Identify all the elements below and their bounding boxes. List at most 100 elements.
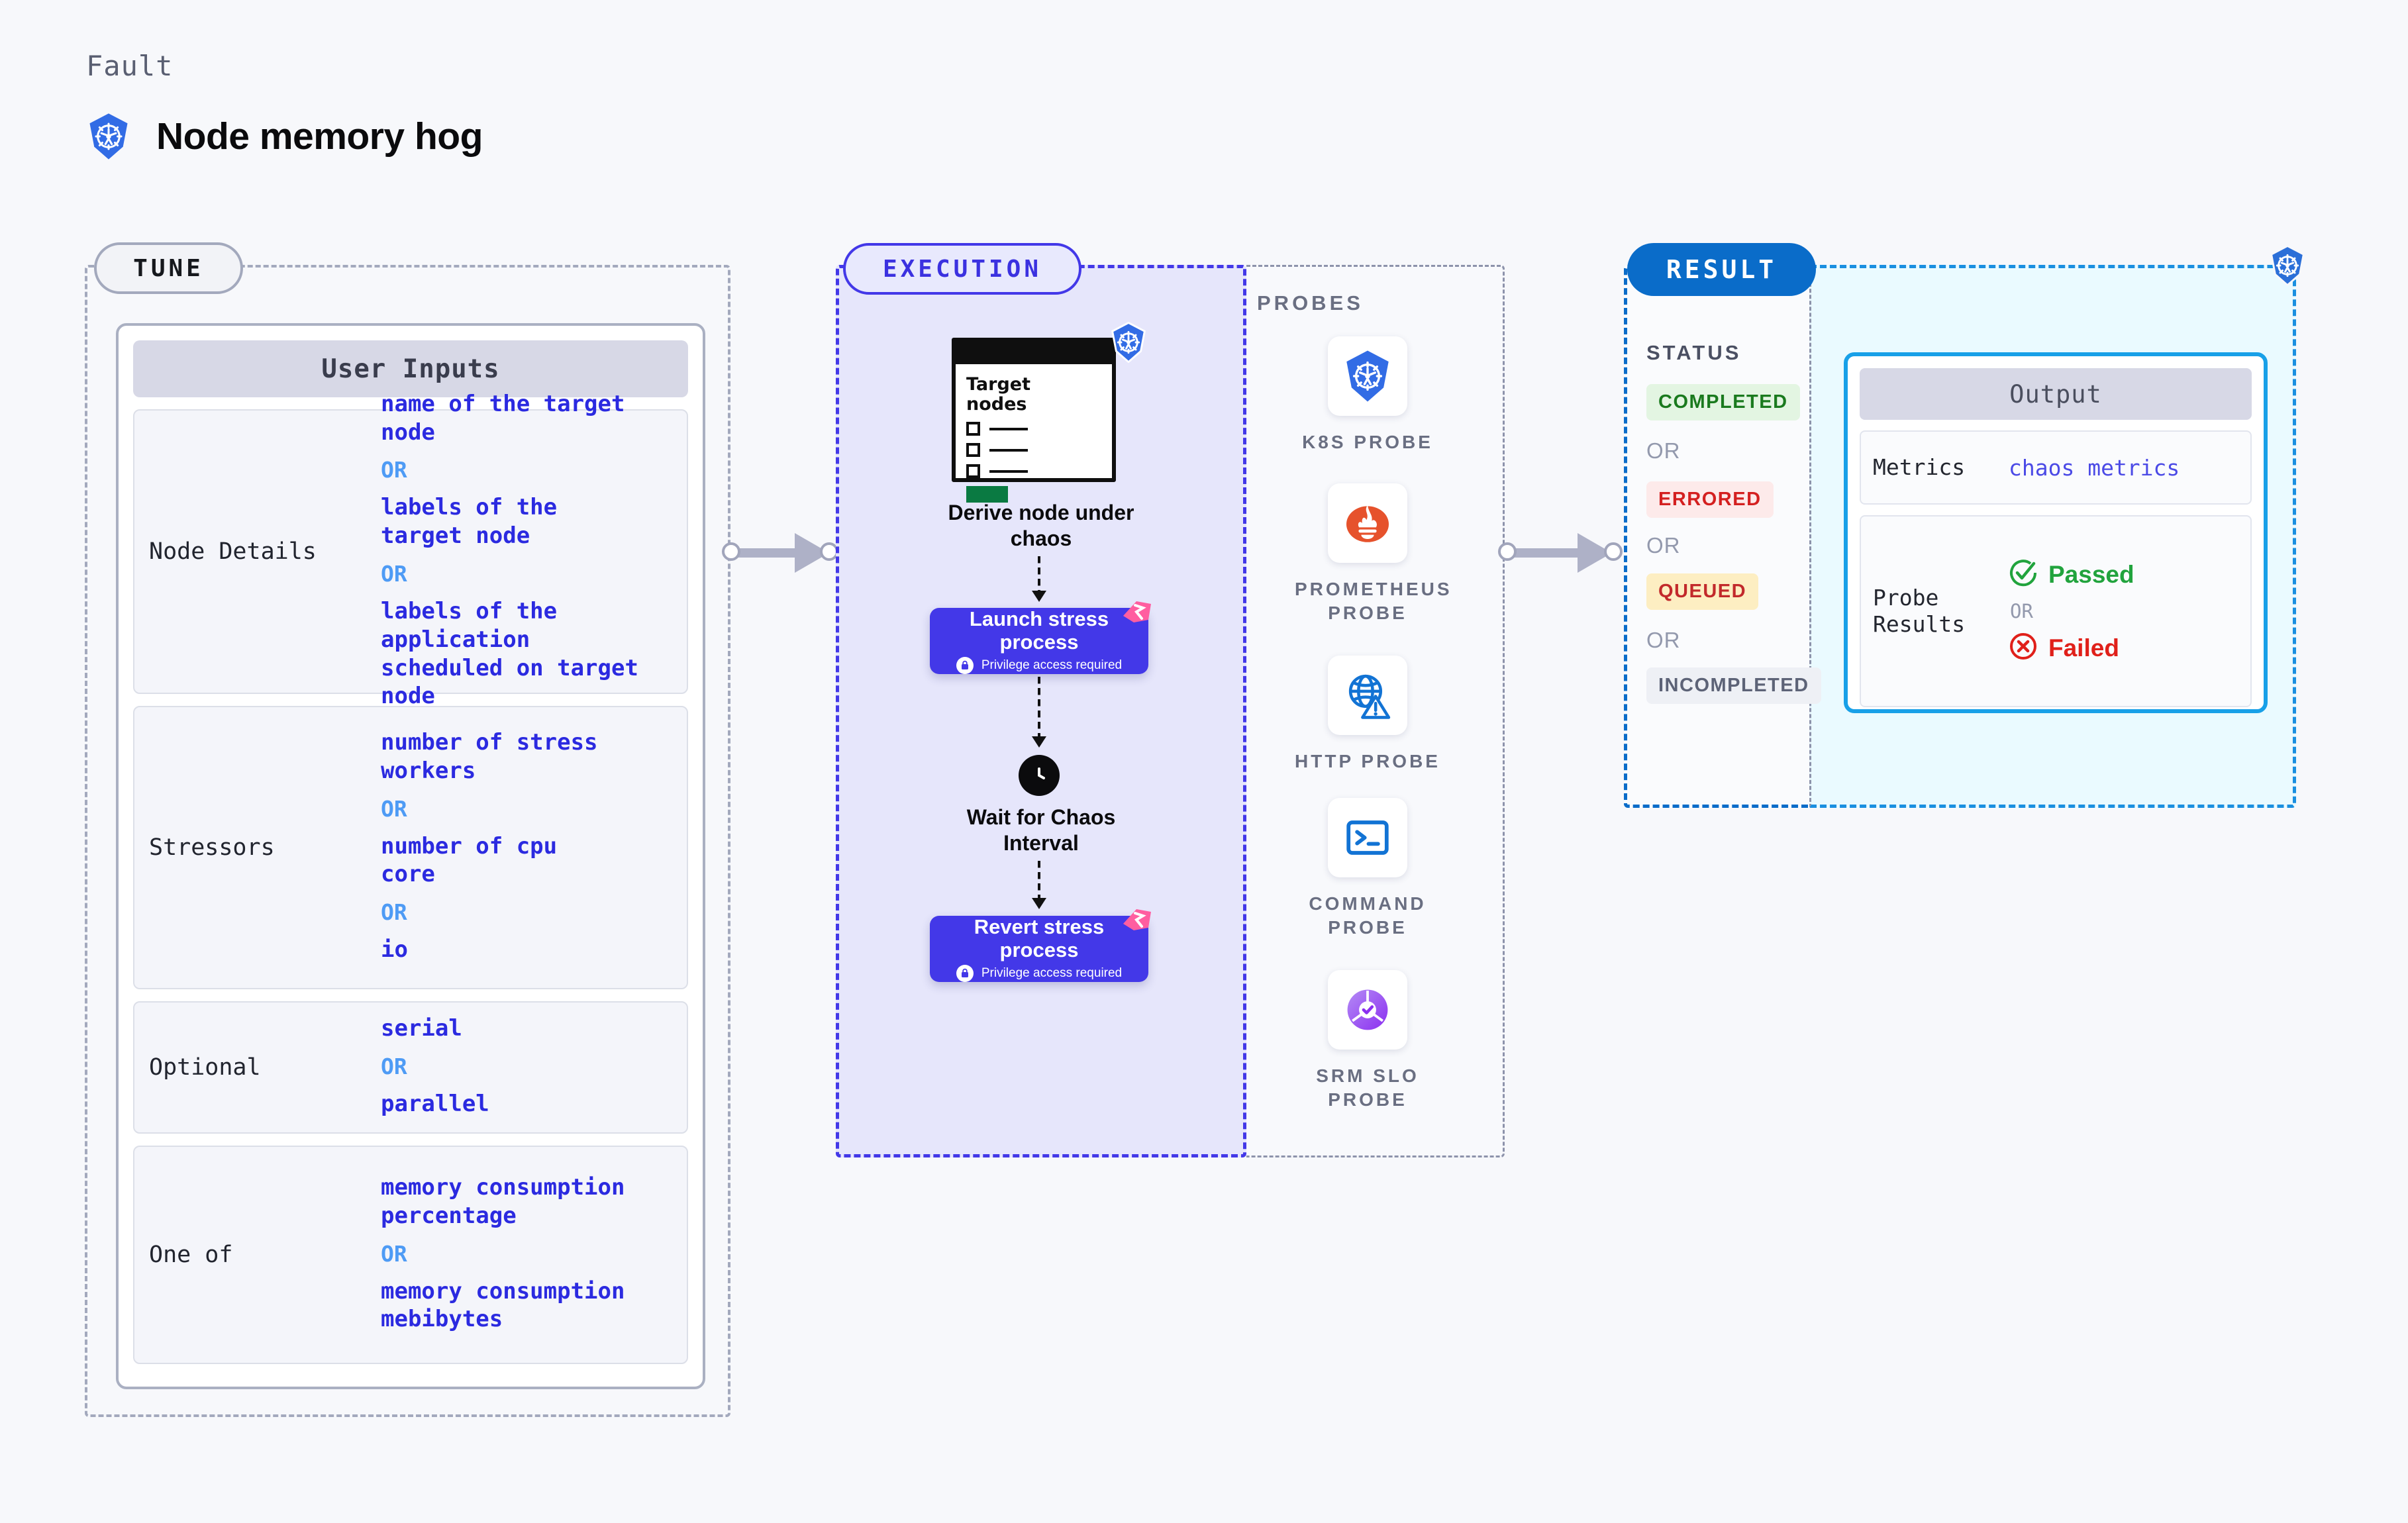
probe-result-values: Passed OR Failed [2009,558,2134,664]
input-value: parallel [381,1090,489,1117]
input-value: labels of the application scheduled on t… [381,598,638,710]
result-pill: RESULT [1627,243,1816,296]
input-value: io [381,936,408,963]
input-row-one-of: One of memory consumption percentage OR … [133,1146,688,1364]
revert-stress-process-box[interactable]: Revert stress process Privilege access r… [930,909,1151,982]
checkbox-row [966,422,1101,436]
revert-stress-title: Revert stress process [974,915,1105,961]
kubernetes-icon [2268,244,2307,289]
checkbox-icon [966,422,980,436]
output-row-label: Metrics [1873,454,1966,481]
or-separator: OR [381,1240,407,1267]
privilege-text: Privilege access required [981,965,1123,980]
probe-label: SRM SLO PROBE [1316,1065,1419,1110]
lock-icon [956,964,974,982]
globe-warning-icon [1328,656,1407,735]
chaos-flag-icon [1122,600,1152,630]
or-separator: OR [381,1053,407,1079]
execution-region: EXECUTION [836,243,1246,1157]
or-separator: OR [1646,628,1681,652]
probe-label: K8S PROBE [1302,432,1433,452]
or-separator: OR [381,561,407,587]
input-value: number of cpu core [381,832,558,888]
status-title: STATUS [1646,341,1742,364]
derive-node-caption: Derive node under chaos [948,501,1134,551]
status-badge-queued: QUEUED [1646,573,1759,610]
or-separator: OR [1646,533,1681,558]
tune-pill: TUNE [94,242,243,294]
input-value: memory consumption mebibytes [381,1277,625,1333]
input-row-node-details: Node Details name of the target node OR … [133,391,688,709]
clock-icon [1019,755,1060,796]
output-title: Output [1860,368,2252,420]
output-row-label: Probe Results [1873,585,1966,637]
tune-region: TUNE [85,242,730,1417]
fault-eyebrow: Fault [86,50,174,82]
launch-stress-process-box[interactable]: Launch stress process Privilege access r… [930,601,1151,674]
probe-result-failed: Failed [2009,632,2134,664]
probe-command[interactable]: COMMAND PROBE [1295,798,1440,940]
page-title: Node memory hog [156,115,483,158]
wait-for-chaos-caption: Wait for Chaos Interval [966,805,1116,856]
probe-prometheus[interactable]: PROMETHEUS PROBE [1295,483,1452,626]
input-row-label: Optional [149,1054,261,1081]
input-value: memory consumption percentage [381,1173,625,1229]
input-value: number of stress workers [381,728,598,784]
probe-label: PROMETHEUS PROBE [1295,579,1452,624]
srm-slo-icon [1328,970,1407,1050]
failed-label: Failed [2048,634,2119,662]
probe-srm-slo[interactable]: SRM SLO PROBE [1295,970,1440,1112]
input-row-label: Node Details [149,538,317,565]
checkbox-row [966,443,1101,458]
card-title-bar [956,342,1112,364]
launch-stress-title: Launch stress process [969,607,1109,654]
list-line [989,427,1028,430]
or-separator: OR [381,457,407,483]
flow-arrow-line [1038,556,1040,593]
lock-icon [956,656,974,674]
x-circle-icon [2009,632,2038,664]
probe-label: COMMAND PROBE [1309,893,1427,938]
prometheus-icon [1328,483,1407,563]
flow-arrow-line [1038,861,1040,899]
or-separator: OR [1646,438,1681,463]
privilege-note: Privilege access required [956,656,1122,674]
input-row-label: One of [149,1242,233,1268]
input-row-values: number of stress workers OR number of cp… [381,728,680,967]
target-nodes-title: Target nodes [966,374,1031,415]
status-badge-completed: COMPLETED [1646,384,1800,420]
fault-header: Node memory hog [86,113,483,160]
probe-label: HTTP PROBE [1295,751,1440,771]
probe-http[interactable]: HTTP PROBE [1295,656,1440,773]
checkbox-row [966,464,1101,479]
probe-k8s[interactable]: K8S PROBE [1295,336,1440,454]
probes-title: PROBES [1257,291,1364,315]
or-separator: OR [381,899,407,926]
input-value: serial [381,1014,462,1042]
or-separator: OR [381,795,407,822]
kubernetes-icon [86,113,131,160]
output-row-metrics: Metrics chaos metrics [1860,430,2252,505]
flow-arrow-line [1038,677,1040,738]
input-row-values: name of the target node OR labels of the… [381,390,680,714]
flow-arrow-head [1032,736,1046,748]
checkbox-icon [966,443,980,458]
input-value: name of the target node [381,390,625,446]
status-badge-errored: ERRORED [1646,481,1774,518]
input-row-values: serial OR parallel [381,1014,680,1121]
input-row-optional: Optional serial OR parallel [133,1001,688,1134]
execution-pill: EXECUTION [843,243,1081,295]
passed-label: Passed [2048,560,2134,588]
output-card: Output Metrics chaos metrics Probe Resul… [1844,352,2268,713]
connector-tune-to-execution [722,533,848,573]
output-metrics-value: chaos metrics [2009,454,2180,481]
user-inputs-title: User Inputs [133,340,688,397]
probe-result-passed: Passed [2009,558,2134,591]
or-separator: OR [2010,600,2033,622]
check-circle-icon [2009,558,2038,591]
kubernetes-icon [1328,336,1407,416]
privilege-note: Privilege access required [956,964,1123,982]
user-inputs-card: User Inputs Node Details name of the tar… [116,323,705,1389]
input-value: labels of the target node [381,494,558,550]
